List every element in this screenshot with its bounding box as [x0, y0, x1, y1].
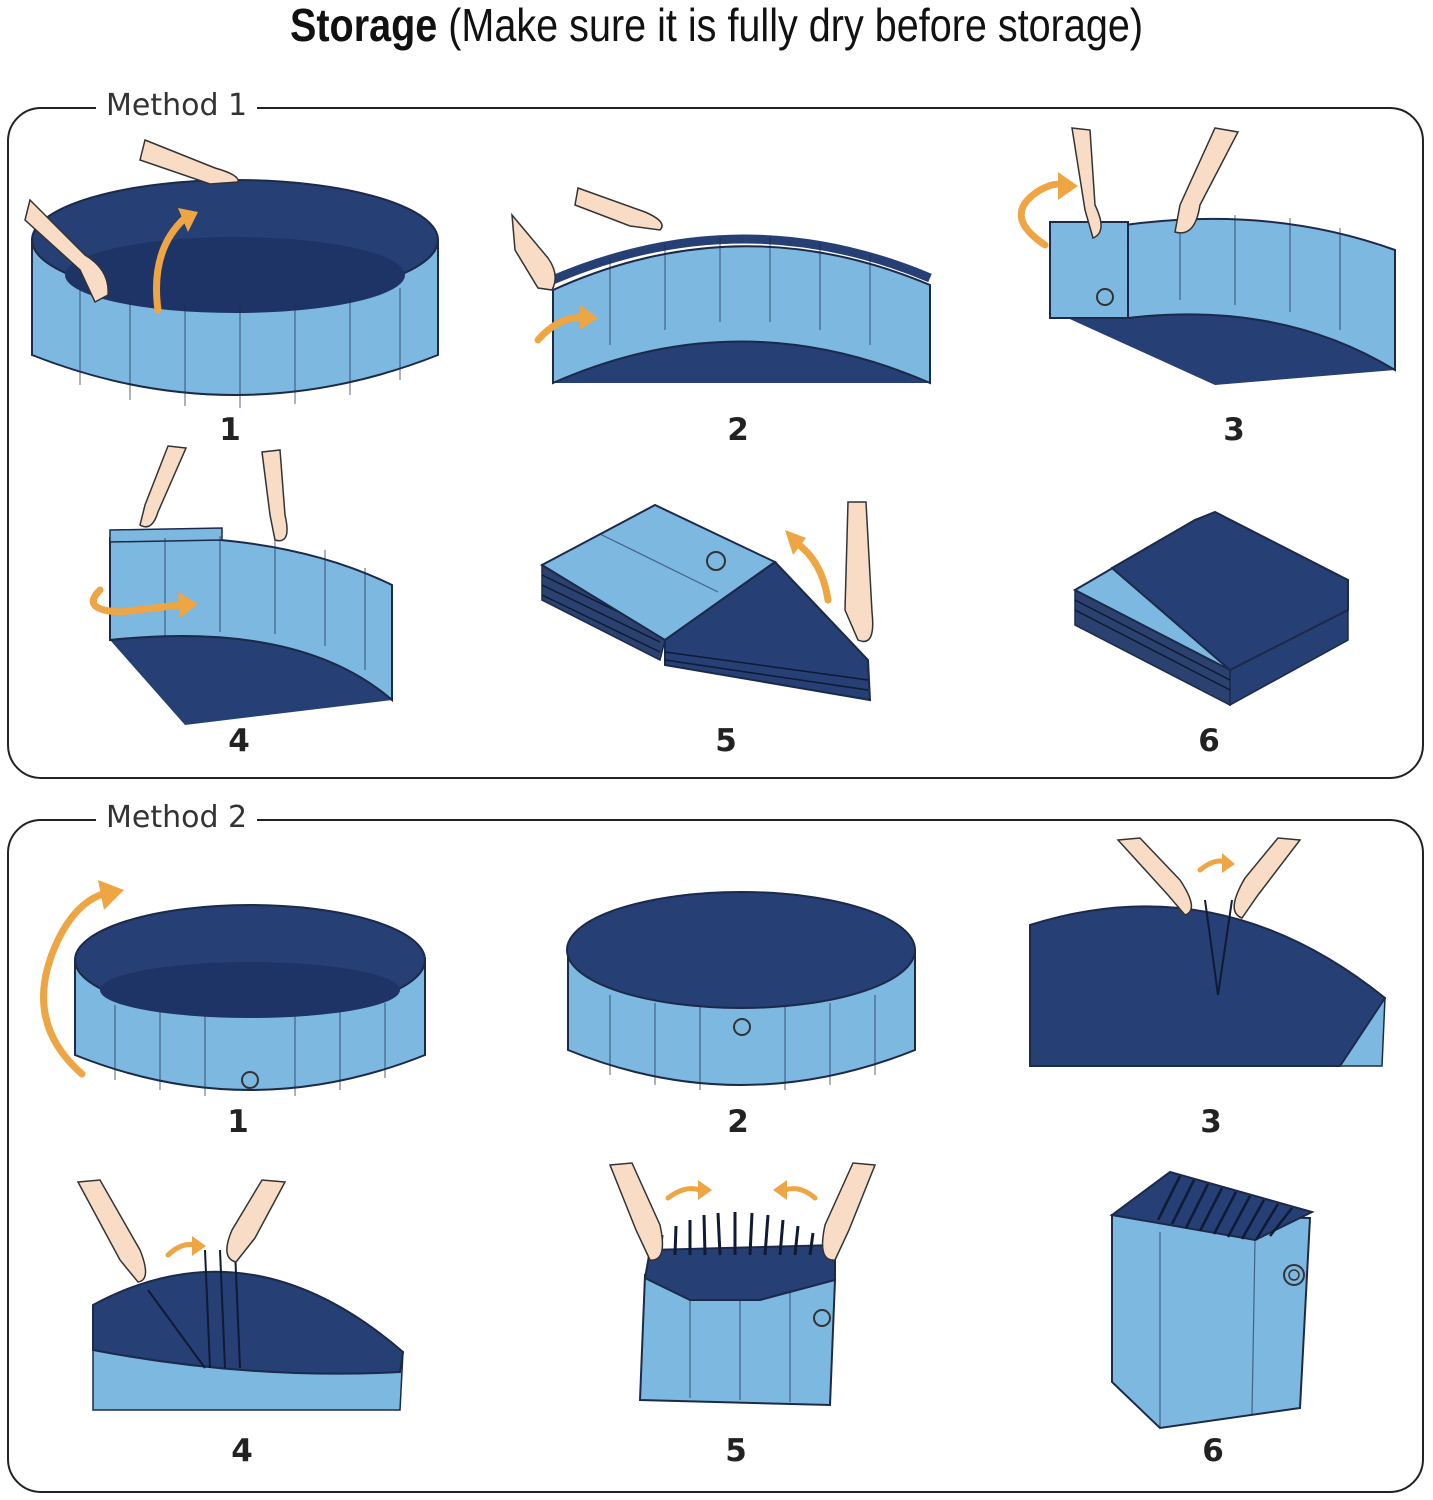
hand-icon: [574, 186, 663, 231]
folded-top-dark: [1110, 510, 1349, 672]
pool-rim: [546, 234, 932, 287]
hand-icon: [76, 1179, 147, 1283]
m1-step-6-number: 6: [1198, 723, 1220, 759]
folded-block: [1111, 1213, 1312, 1430]
arrow-head-icon: [698, 1180, 712, 1200]
valve-icon: [813, 1309, 831, 1327]
arrow-icon: [89, 586, 184, 616]
title-note: (Make sure it is fully dry before storag…: [448, 0, 1144, 51]
m1-step-5-number: 5: [715, 723, 737, 759]
folded-layers: [109, 527, 223, 543]
hand-icon: [261, 449, 288, 542]
hand-icon: [139, 138, 239, 185]
valve-icon: [733, 1018, 751, 1036]
page-title: Storage (Make sure it is fully dry befor…: [100, 0, 1332, 56]
m1-step-3-number: 3: [1223, 412, 1245, 448]
m2-step-3-number: 3: [1200, 1104, 1222, 1140]
hand-icon: [1233, 837, 1302, 919]
hand-icon: [511, 212, 556, 291]
hand-icon: [608, 1162, 664, 1261]
pool-wall: [1123, 217, 1396, 372]
m2-step-5-number: 5: [725, 1433, 747, 1469]
arrow-head-icon: [192, 1236, 206, 1256]
title-main: Storage: [289, 0, 438, 51]
arrow-head-icon: [785, 530, 806, 555]
arrow-icon: [153, 214, 189, 314]
method-1-label: Method 1: [96, 88, 258, 124]
hand-icon: [1174, 127, 1240, 234]
m2-step-1-number: 1: [227, 1104, 249, 1140]
m1-step-4-number: 4: [228, 723, 250, 759]
arrow-head-icon: [98, 880, 124, 910]
hand-icon: [1116, 837, 1193, 916]
pool-floor: [65, 237, 405, 313]
m1-step-1-number: 1: [219, 412, 241, 448]
m2-step-2-number: 2: [727, 1104, 749, 1140]
folded-top-dark: [664, 560, 872, 702]
valve-icon: [706, 551, 726, 571]
valve-icon: [1096, 288, 1114, 306]
hand-icon: [821, 1162, 877, 1261]
arrow-icon: [782, 1186, 818, 1201]
pool-floor: [100, 962, 400, 1018]
method-2-panel: [7, 819, 1424, 1493]
m2-step-6-number: 6: [1202, 1433, 1224, 1469]
arrow-head-icon: [1222, 853, 1235, 873]
hand-icon: [24, 198, 109, 304]
method-1-panel: [7, 107, 1424, 779]
hand-icon: [844, 501, 874, 643]
pool-cover: [566, 891, 916, 1009]
hand-icon: [139, 445, 188, 528]
pool-cover: [92, 1270, 405, 1375]
valve-icon: [241, 1071, 259, 1089]
arrow-head-icon: [178, 592, 198, 618]
hand-icon: [1071, 127, 1102, 240]
arrow-head-icon: [580, 305, 598, 330]
arrow-icon: [665, 1186, 703, 1201]
pool-cover: [1029, 905, 1387, 1067]
arrow-head-icon: [178, 208, 198, 232]
method-2-label: Method 2: [96, 800, 258, 836]
folded-panel: [1049, 221, 1129, 319]
pool-wall: [552, 245, 931, 385]
cover-fold: [1204, 899, 1233, 996]
m1-step-2-number: 2: [727, 412, 749, 448]
arrow-head-icon: [773, 1180, 787, 1200]
pleats: [1156, 1175, 1293, 1241]
m2-step-4-number: 4: [231, 1433, 253, 1469]
hand-icon: [226, 1179, 287, 1263]
arrow-icon: [1017, 180, 1066, 249]
valve-icon: [1283, 1264, 1305, 1286]
arrow-head-icon: [1058, 172, 1078, 200]
arrow-icon: [40, 891, 104, 1078]
